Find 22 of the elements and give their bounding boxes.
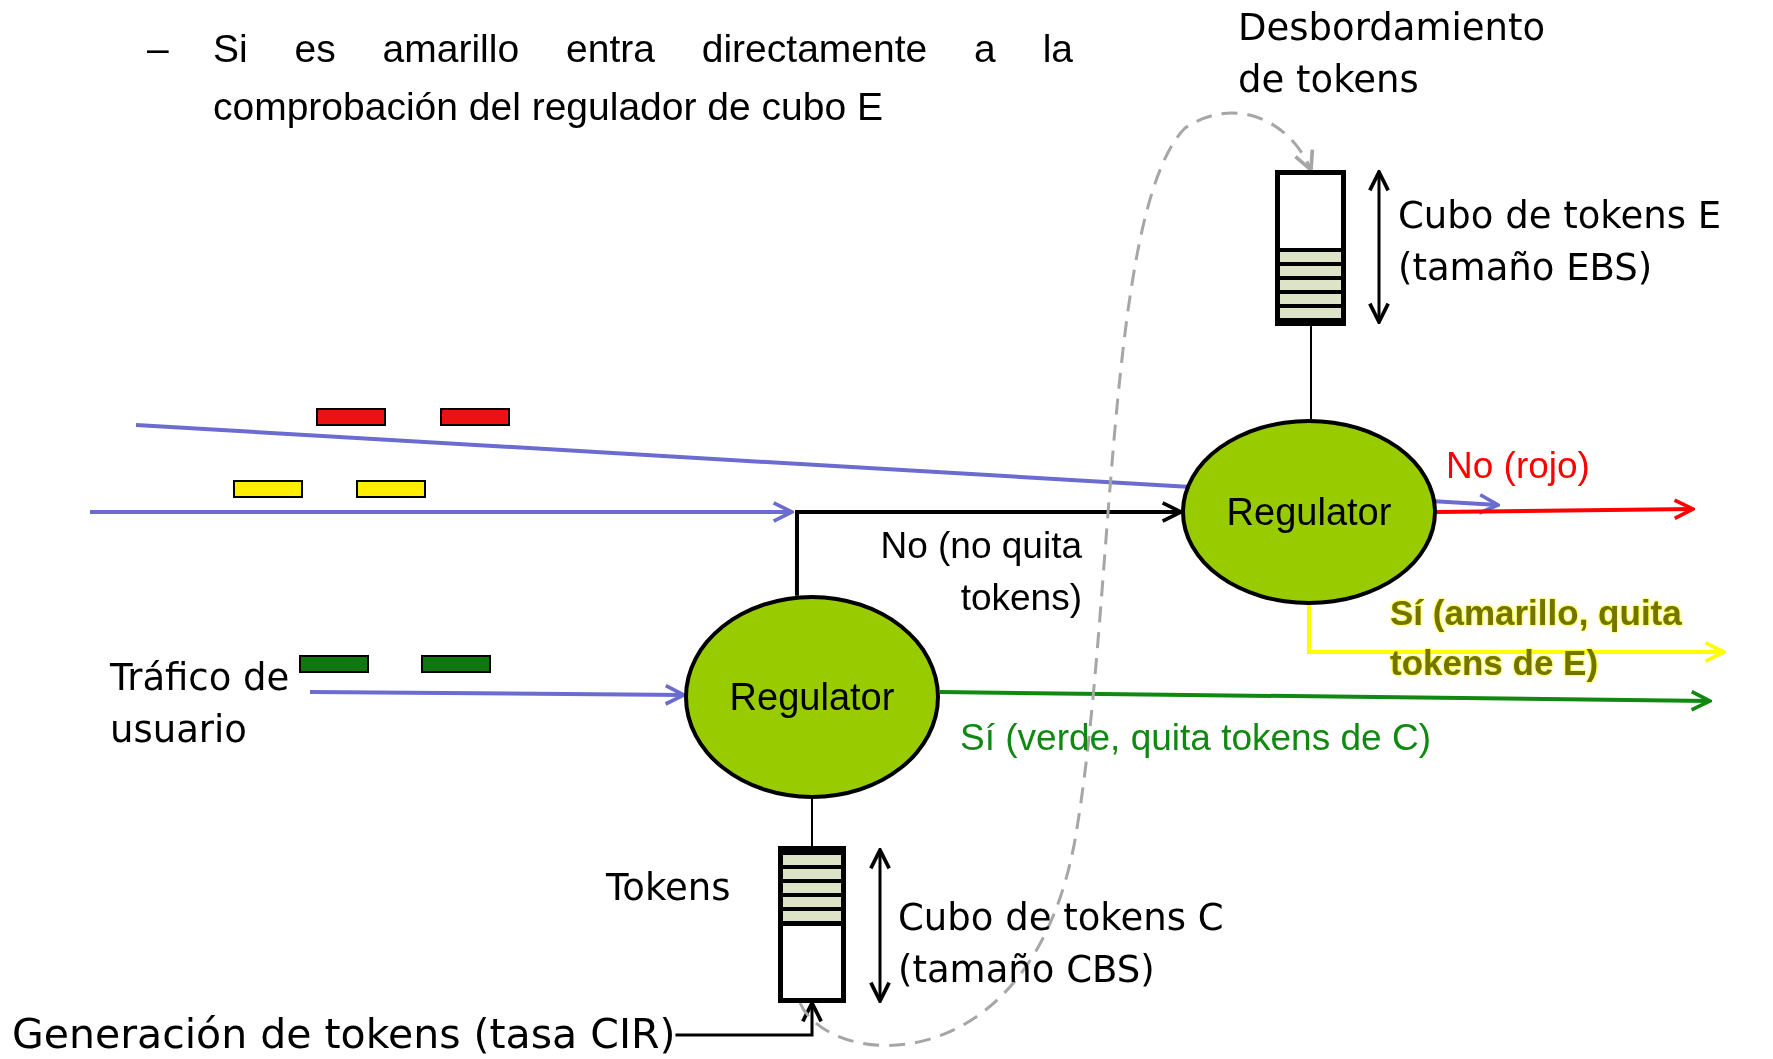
bucket-label: Cubo de tokens C (tamaño CBS) <box>898 895 1225 993</box>
bullet-text: Si es amarillo entra directamente a la comprobación del regulador de cubo E <box>213 26 1073 130</box>
text-label: Tráfico de usuario <box>110 652 310 756</box>
arrow <box>1307 605 1726 663</box>
arrow <box>939 689 1712 712</box>
arrow <box>310 683 686 706</box>
edge-label: Desbordamiento de tokens <box>1238 5 1547 103</box>
arrow <box>798 111 1313 1047</box>
bucket-label: Cubo de tokens E (tamaño EBS) <box>1398 193 1723 291</box>
arrow <box>1436 498 1695 521</box>
token-bucket <box>1275 170 1346 326</box>
arrow <box>675 1001 823 1037</box>
bucket-label: Tokens <box>606 865 732 911</box>
regulator-ellipse: Regulator <box>684 595 940 799</box>
edge-label: Sí (verde, quita tokens de C) <box>960 716 1432 760</box>
token-bucket <box>778 846 846 1003</box>
edge-label: No (rojo) <box>1446 444 1591 488</box>
text-label: Generación de tokens (tasa CIR) <box>12 1008 676 1059</box>
connector-line <box>1310 325 1312 420</box>
arrow <box>794 501 1183 596</box>
bullet-dash: – <box>147 26 170 72</box>
connector-line <box>811 798 813 847</box>
